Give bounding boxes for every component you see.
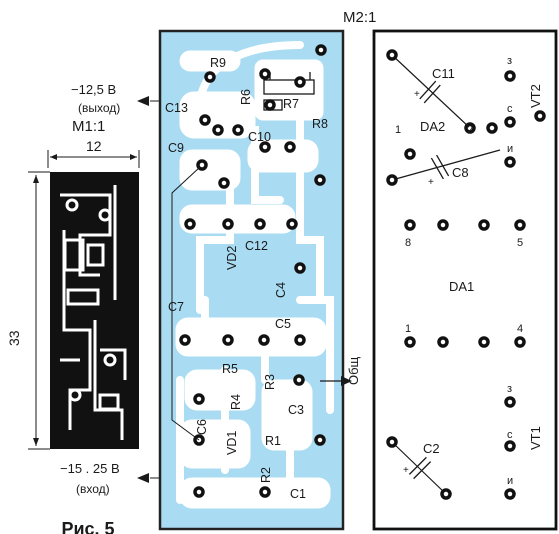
scale-label-m1: M1:1: [72, 118, 105, 135]
pin-label-da2-2: 2: [467, 124, 473, 136]
svg-text:+: +: [428, 177, 434, 188]
label-c11: C11: [432, 66, 455, 81]
label-da2: DA2: [420, 119, 445, 134]
pin-label-da1-4: 4: [517, 323, 523, 335]
label-r6: R6: [239, 89, 253, 105]
output-voltage-label: −12,5 В: [71, 82, 116, 97]
label-r4: R4: [229, 394, 243, 410]
label-r1: R1: [265, 434, 281, 448]
dimension-width: 12: [86, 138, 102, 154]
label-c10: C10: [248, 130, 271, 144]
label-c6: C6: [195, 419, 209, 435]
pin-label-vt2-z: з: [507, 55, 512, 67]
pin-label-vt1-z: з: [507, 383, 512, 395]
scale-label-m2: M2:1: [343, 9, 376, 26]
label-r9: R9: [210, 56, 226, 70]
label-vd1: VD1: [225, 431, 239, 455]
pin-label-vt1-s: с: [507, 429, 513, 441]
label-c13: C13: [165, 101, 188, 115]
label-c7: C7: [168, 300, 184, 314]
output-note-label: (выход): [78, 101, 120, 115]
label-c4: C4: [274, 282, 288, 298]
figure-caption: Рис. 5: [61, 519, 114, 534]
small-board: 12 33: [6, 138, 140, 450]
svg-text:+: +: [414, 89, 420, 100]
label-c2: C2: [423, 441, 440, 456]
label-r2: R2: [259, 467, 273, 483]
input-voltage-label: −15 . 25 В: [60, 461, 120, 476]
component-side: + + +: [372, 29, 558, 531]
pin-label-vt2-s: с: [507, 103, 513, 115]
dimension-height: 33: [6, 330, 22, 346]
label-r8: R8: [312, 117, 328, 131]
input-note-label: (вход): [76, 482, 110, 496]
pin-label-da1-8: 8: [405, 237, 411, 249]
label-c3: C3: [288, 403, 304, 417]
pin-label-da1-1: 1: [405, 323, 411, 335]
svg-text:+: +: [403, 465, 409, 476]
label-vt2: VT2: [528, 84, 543, 108]
label-r3: R3: [263, 374, 277, 390]
label-da1: DA1: [449, 279, 474, 294]
label-r7: R7: [283, 97, 299, 111]
label-c8: C8: [452, 165, 469, 180]
label-c12: C12: [245, 239, 268, 253]
pin-label-da1-5: 5: [517, 237, 523, 249]
pin-label-vt2-i: и: [507, 143, 513, 155]
common-ground-label: Общ: [346, 356, 361, 385]
label-vt1: VT1: [528, 426, 543, 450]
label-c9: C9: [168, 141, 184, 155]
label-c5: C5: [275, 317, 291, 331]
label-c1: C1: [290, 487, 306, 501]
pcb-board: Общ R9 R6 R7 R8 C13 C9 C10 VD2 C12 C4 C7…: [158, 29, 361, 531]
label-r5: R5: [222, 362, 238, 376]
pin-label-da2-1: 1: [395, 124, 401, 136]
pin-label-vt1-i: и: [507, 475, 513, 487]
label-vd2: VD2: [225, 246, 239, 270]
